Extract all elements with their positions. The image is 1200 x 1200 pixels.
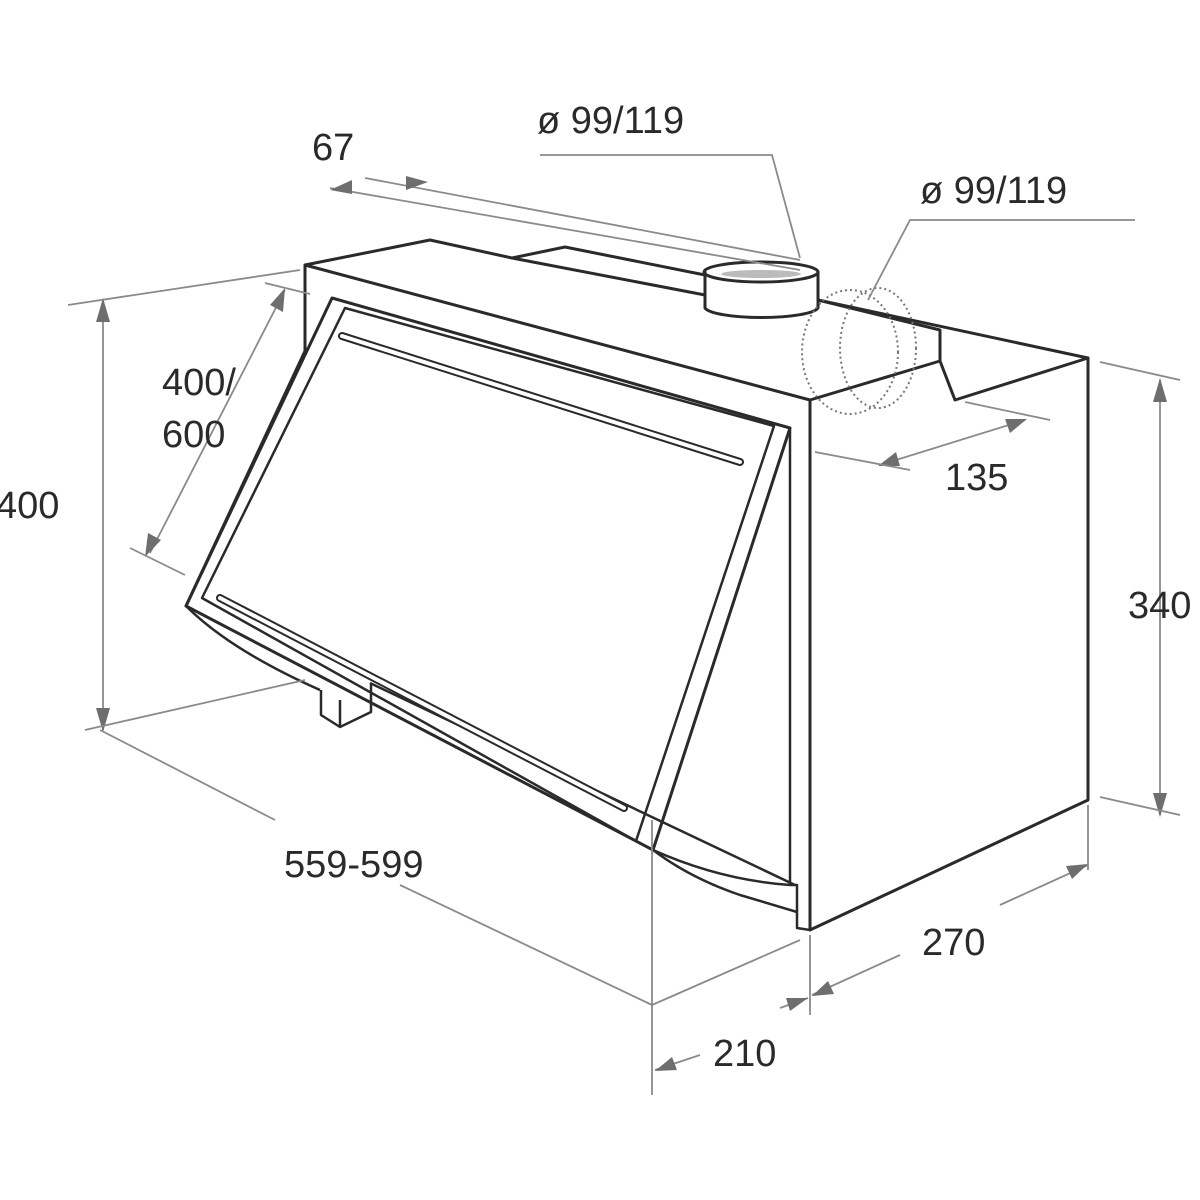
control-block <box>319 683 373 729</box>
label-depth-body: 270 <box>922 922 985 964</box>
label-duct-top: ø 99/119 <box>537 100 684 142</box>
handle-top <box>338 332 744 466</box>
label-depth-open-1: 400/ <box>162 362 236 404</box>
label-67: 67 <box>312 127 354 169</box>
duct-outlet <box>702 260 820 320</box>
label-duct-side: ø 99/119 <box>920 170 1067 212</box>
side-duct-outline <box>801 287 917 415</box>
label-135: 135 <box>945 457 1008 499</box>
dimension-lines <box>67 154 1181 1095</box>
label-height-body: 340 <box>1128 585 1191 627</box>
hood-body <box>303 238 1090 932</box>
label-width: 559-599 <box>284 844 423 886</box>
label-depth-open-2: 600 <box>162 414 225 456</box>
label-height-total: 400 <box>0 485 59 527</box>
front-panel <box>184 296 798 914</box>
handle-bottom <box>216 594 628 812</box>
label-depth-front: 210 <box>713 1033 776 1075</box>
